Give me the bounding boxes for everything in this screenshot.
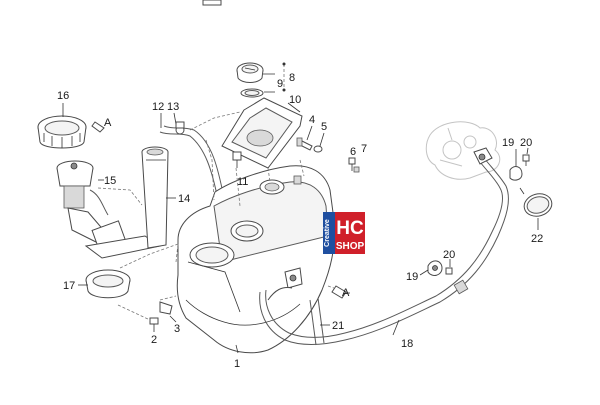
leader-5 — [319, 132, 325, 147]
fuel-canister — [141, 146, 169, 249]
o-ring-22 — [519, 187, 553, 217]
callout-6: 6 — [350, 146, 356, 158]
leader-8-9 — [263, 73, 275, 93]
callout-21: 21 — [332, 320, 344, 332]
connector-11 — [232, 151, 242, 168]
callout-8: 8 — [289, 72, 295, 84]
reference-mark-a-lower — [331, 285, 347, 299]
callout-14: 14 — [178, 193, 190, 205]
callout-9: 9 — [277, 78, 283, 90]
bracket-dot-bottom — [282, 88, 286, 92]
callout-11: 11 — [237, 176, 248, 188]
callout-4: 4 — [309, 114, 315, 126]
breather-hose — [159, 121, 225, 201]
cap-seal — [240, 88, 264, 98]
fuel-tank — [176, 165, 335, 354]
leader-4 — [306, 125, 313, 141]
leader-3 — [169, 315, 177, 323]
watermark-red-box — [335, 212, 365, 254]
top-edge-fragment — [202, 0, 222, 6]
assembly-guides — [97, 111, 335, 321]
bolt-20-lower — [445, 267, 453, 275]
clip-3 — [159, 301, 173, 315]
clamp-19-lower — [427, 260, 443, 276]
callout-20-upper: 20 — [520, 137, 532, 149]
callout-20-lower: 20 — [443, 249, 455, 261]
callout-18: 18 — [401, 338, 413, 350]
callout-22: 22 — [531, 233, 543, 245]
callout-5: 5 — [321, 121, 327, 133]
watermark-shop-text: SHOP — [336, 241, 365, 252]
lock-ring — [37, 115, 87, 149]
callout-19-lower: 19 — [406, 271, 418, 283]
leader-19-lower — [419, 269, 429, 276]
leader-20-upper — [526, 147, 529, 155]
bracket-dot-top — [282, 62, 286, 66]
screw-7 — [353, 166, 360, 173]
clip-a-top — [91, 121, 105, 133]
callout-7: 7 — [361, 143, 367, 155]
callout-19-upper: 19 — [502, 137, 514, 149]
hc-shop-watermark: Creative HC SHOP — [323, 212, 365, 254]
watermark-side-strip — [323, 212, 335, 254]
callout-17: 17 — [63, 280, 75, 292]
fuel-cap — [236, 62, 264, 83]
callout-16: 16 — [57, 90, 69, 102]
clamp-19-upper — [473, 147, 523, 181]
sealing-ring — [85, 269, 131, 299]
callout-13: 13 — [167, 101, 179, 113]
callout-15: 15 — [104, 175, 116, 187]
washer-5 — [313, 145, 323, 153]
filler-tray — [221, 97, 303, 169]
callout-labels: 16 A 15 17 12 13 14 8 9 10 11 4 5 6 7 1 … — [57, 72, 543, 370]
watermark-hc-text: HC — [336, 218, 364, 239]
screw-6 — [348, 157, 356, 171]
bolt-4 — [296, 137, 313, 151]
fuel-hose-18 — [259, 157, 509, 345]
fuel-pump-assembly — [56, 160, 162, 259]
leader-1 — [235, 344, 239, 354]
callout-12: 12 — [152, 101, 164, 113]
leader-13 — [173, 112, 177, 125]
engine-ghost-outline — [425, 121, 501, 180]
callout-2: 2 — [151, 334, 157, 346]
callout-3: 3 — [174, 323, 180, 335]
callout-ref-a-lower: A — [342, 287, 350, 299]
bolt-2 — [149, 317, 159, 332]
leader-10 — [287, 102, 301, 113]
watermark-side-text: Creative — [324, 219, 331, 247]
leader-18 — [392, 319, 400, 336]
callout-10: 10 — [289, 94, 301, 106]
callout-1: 1 — [234, 358, 240, 370]
bolt-20-upper — [522, 154, 530, 166]
callout-ref-a-upper: A — [104, 117, 112, 129]
